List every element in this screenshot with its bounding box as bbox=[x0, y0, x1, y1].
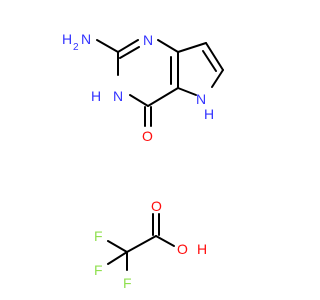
atom-f-left: F bbox=[94, 228, 103, 244]
bond-c2-n1-a bbox=[117, 39, 139, 53]
bond-c4a-c4 bbox=[147, 87, 179, 107]
atom-ring-n3-h: H bbox=[91, 88, 101, 104]
atom-tfa-hydroxyl-h: H bbox=[197, 241, 207, 257]
bond-c-oh bbox=[155, 235, 175, 247]
bond-c7-c6-a bbox=[205, 42, 224, 71]
bond-n1-c7a bbox=[157, 39, 179, 53]
atom-ring-n1: N bbox=[143, 32, 153, 48]
molecule-aminopyrrolopyrimidinone: H 2 N N H N N H O bbox=[62, 31, 224, 144]
bond-c6-n5 bbox=[211, 69, 224, 88]
bond-c7a-c7 bbox=[177, 42, 207, 53]
atom-carbonyl-o: O bbox=[142, 128, 153, 144]
structure-canvas: H 2 N N H N N H O O O H F F F bbox=[62, 31, 224, 291]
atom-tfa-hydroxyl-o: O bbox=[177, 241, 188, 257]
atom-pyrrole-h: H bbox=[204, 106, 214, 122]
bond-c4-n3 bbox=[129, 94, 149, 107]
bond-c2-amine bbox=[96, 39, 119, 53]
atom-ring-n3: N bbox=[113, 88, 123, 104]
atom-amine-n: N bbox=[81, 31, 91, 47]
molecule-trifluoroacetic-acid: O O H F F F bbox=[94, 198, 207, 291]
bond-n5-c4a bbox=[177, 87, 197, 96]
atom-pyrrole-n: N bbox=[196, 91, 206, 107]
bond-c7-c6-b bbox=[202, 50, 217, 72]
bond-c2-n1-b bbox=[119, 46, 140, 59]
atom-tfa-carbonyl-o: O bbox=[151, 198, 162, 214]
bond-ccarbox-ccf3 bbox=[126, 235, 157, 253]
bond-c-f-right bbox=[107, 251, 128, 265]
atom-amine-h: H bbox=[62, 31, 72, 47]
atom-amine-h-subscript: 2 bbox=[73, 42, 79, 53]
atom-f-bottom: F bbox=[123, 275, 132, 291]
atom-f-right: F bbox=[94, 262, 103, 278]
bond-c-f-left bbox=[107, 240, 128, 253]
